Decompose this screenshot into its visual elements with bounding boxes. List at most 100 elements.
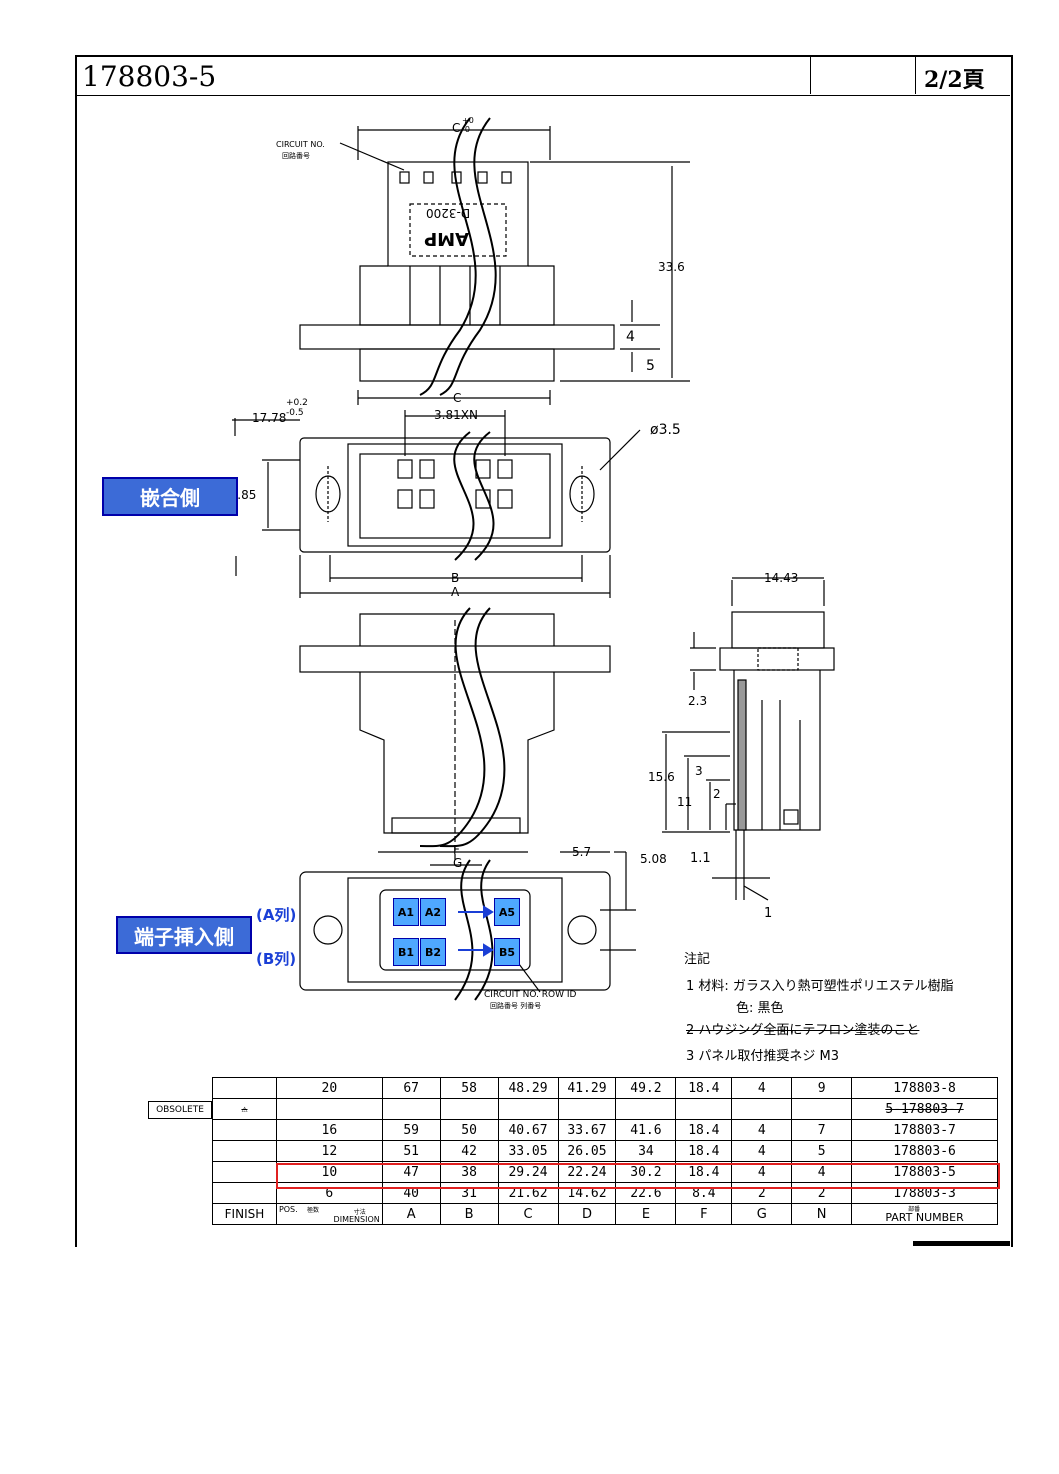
cell-g: 4: [731, 1077, 793, 1099]
dim-jp-header: 寸法: [353, 1209, 366, 1216]
dim-b: B: [451, 571, 460, 585]
cell-pos: 20: [275, 1077, 383, 1099]
drawing-title: 178803-5: [82, 60, 217, 93]
table-row: 20 67 58 48.29 41.29 49.2 18.4 4 9 17880…: [212, 1077, 998, 1099]
dim-11: 11: [677, 795, 693, 809]
cell-b: 50: [439, 1119, 499, 1141]
dim-3: 3: [695, 764, 703, 778]
dim-3-81xn: 3.81XN: [434, 408, 478, 422]
note-3: 3 パネル取付推奨ネジ M3: [686, 1049, 840, 1064]
col-d-header: D: [557, 1203, 617, 1225]
dim-5-08: 5.08: [640, 852, 667, 866]
part-jp-header: 部番: [908, 1206, 921, 1213]
cell-part: 178803-8: [851, 1077, 998, 1099]
cell-pos: [275, 1098, 383, 1120]
circuit-no-jp-label: 回路番号: [282, 152, 310, 160]
cell-n: 7: [791, 1119, 853, 1141]
cell-c: 48.29: [497, 1077, 559, 1099]
dimension-table: 20 67 58 48.29 41.29 49.2 18.4 4 9 17880…: [212, 1077, 998, 1225]
table-row-obsolete: ⚠ 5-178803-7: [212, 1098, 998, 1120]
cell-b: [439, 1098, 499, 1120]
cell-e: 41.6: [615, 1119, 677, 1141]
cell-f: 18.4: [675, 1119, 733, 1141]
footer-mark: [913, 1241, 1010, 1246]
dim-15-6: 15.6: [648, 770, 675, 784]
col-b-header: B: [439, 1203, 499, 1225]
selected-row-highlight: [276, 1163, 1000, 1189]
table-row: 12 51 42 33.05 26.05 34 18.4 4 5 178803-…: [212, 1140, 998, 1162]
notes-heading: 注記: [684, 952, 711, 967]
header-divider: [76, 95, 1010, 96]
table-footer-row: FINISH POS. 極数 寸法 DIMENSION A B C D E F …: [212, 1203, 998, 1225]
cell-a: 67: [381, 1077, 441, 1099]
circuit-row-id-jp-label: 回路番号 列番号: [490, 1002, 542, 1010]
dim-a: A: [451, 585, 460, 599]
dim-c-top: C: [452, 121, 461, 135]
pos-jp-header: 極数: [306, 1207, 319, 1214]
part-mark-text: D-3200: [426, 206, 471, 220]
cell-a5: A5: [494, 898, 520, 926]
cell-c: 40.67: [497, 1119, 559, 1141]
dim-tol: +0.2 -0.5: [286, 398, 308, 418]
cell-g: 4: [731, 1140, 793, 1162]
cell-n: [791, 1098, 853, 1120]
col-f-header: F: [675, 1203, 733, 1225]
cell-a: 51: [381, 1140, 441, 1162]
header-cell-divider-1: [810, 56, 811, 94]
col-c-header: C: [497, 1203, 559, 1225]
cell-a: [381, 1098, 441, 1120]
dim-4: 4: [626, 329, 635, 345]
part-number-header: 部番 PART NUMBER: [851, 1203, 998, 1225]
col-e-header: E: [615, 1203, 677, 1225]
cell-e: 30.2: [615, 1161, 677, 1183]
cell-a1: A1: [393, 898, 419, 926]
circuit-row-id-label: CIRCUIT NO. ROW ID: [484, 990, 577, 1000]
note-1: 1 材料: ガラス入り熱可塑性ポリエステル樹脂: [686, 979, 954, 994]
dim-c-bottom: C: [453, 391, 462, 405]
dim-5: 5: [646, 358, 655, 374]
table-row: 16 59 50 40.67 33.67 41.6 18.4 4 7 17880…: [212, 1119, 998, 1141]
note-2-struck: 2 ハウジング全面にテフロン塗装のこと: [686, 1023, 920, 1038]
dim-hole-diameter: ø3.5: [650, 422, 681, 438]
row-a-label: (A列): [256, 906, 297, 924]
cell-b5: B5: [494, 938, 520, 966]
cell-f: 18.4: [675, 1140, 733, 1162]
cell-b2: B2: [420, 938, 446, 966]
dim-g: G: [453, 856, 463, 870]
cell-part: 178803-6: [851, 1140, 998, 1162]
page-indicator: 2/2頁: [924, 67, 985, 93]
pos-header: POS.: [278, 1205, 298, 1214]
col-n-header: N: [791, 1203, 853, 1225]
dim-1: 1: [764, 906, 773, 921]
cell-d: [557, 1098, 617, 1120]
cell-g: 4: [731, 1119, 793, 1141]
cell-n: 5: [791, 1140, 853, 1162]
finish-header: FINISH: [212, 1203, 277, 1225]
cell-d: 41.29: [557, 1077, 617, 1099]
cell-e: 49.2: [615, 1077, 677, 1099]
top-housing: [387, 161, 529, 267]
dimension-header: DIMENSION: [333, 1215, 380, 1224]
cell-pos: 16: [275, 1119, 383, 1141]
cell-b1: B1: [393, 938, 419, 966]
cell-d: 26.05: [557, 1140, 617, 1162]
cell-g: [731, 1098, 793, 1120]
dim-5-7: 5.7: [572, 845, 592, 859]
cell-e: 34: [615, 1140, 677, 1162]
dim-33-6: 33.6: [658, 260, 685, 274]
mating-side-label: 嵌合側: [102, 477, 238, 516]
cell-f: 18.4: [675, 1077, 733, 1099]
obsolete-label: OBSOLETE: [148, 1101, 212, 1119]
cell-a: 59: [381, 1119, 441, 1141]
cell-a2: A2: [420, 898, 446, 926]
col-g-header: G: [731, 1203, 793, 1225]
circuit-no-label: CIRCUIT NO.: [276, 140, 325, 149]
logo-text: AMP: [424, 228, 470, 249]
terminal-insertion-side-label: 端子挿入側: [116, 916, 252, 954]
header-cell-divider-2: [915, 56, 916, 94]
col-a-header: A: [381, 1203, 441, 1225]
cell-c: 33.05: [497, 1140, 559, 1162]
cell-f: [675, 1098, 733, 1120]
cell-pos: 12: [275, 1140, 383, 1162]
cell-b: 58: [439, 1077, 499, 1099]
